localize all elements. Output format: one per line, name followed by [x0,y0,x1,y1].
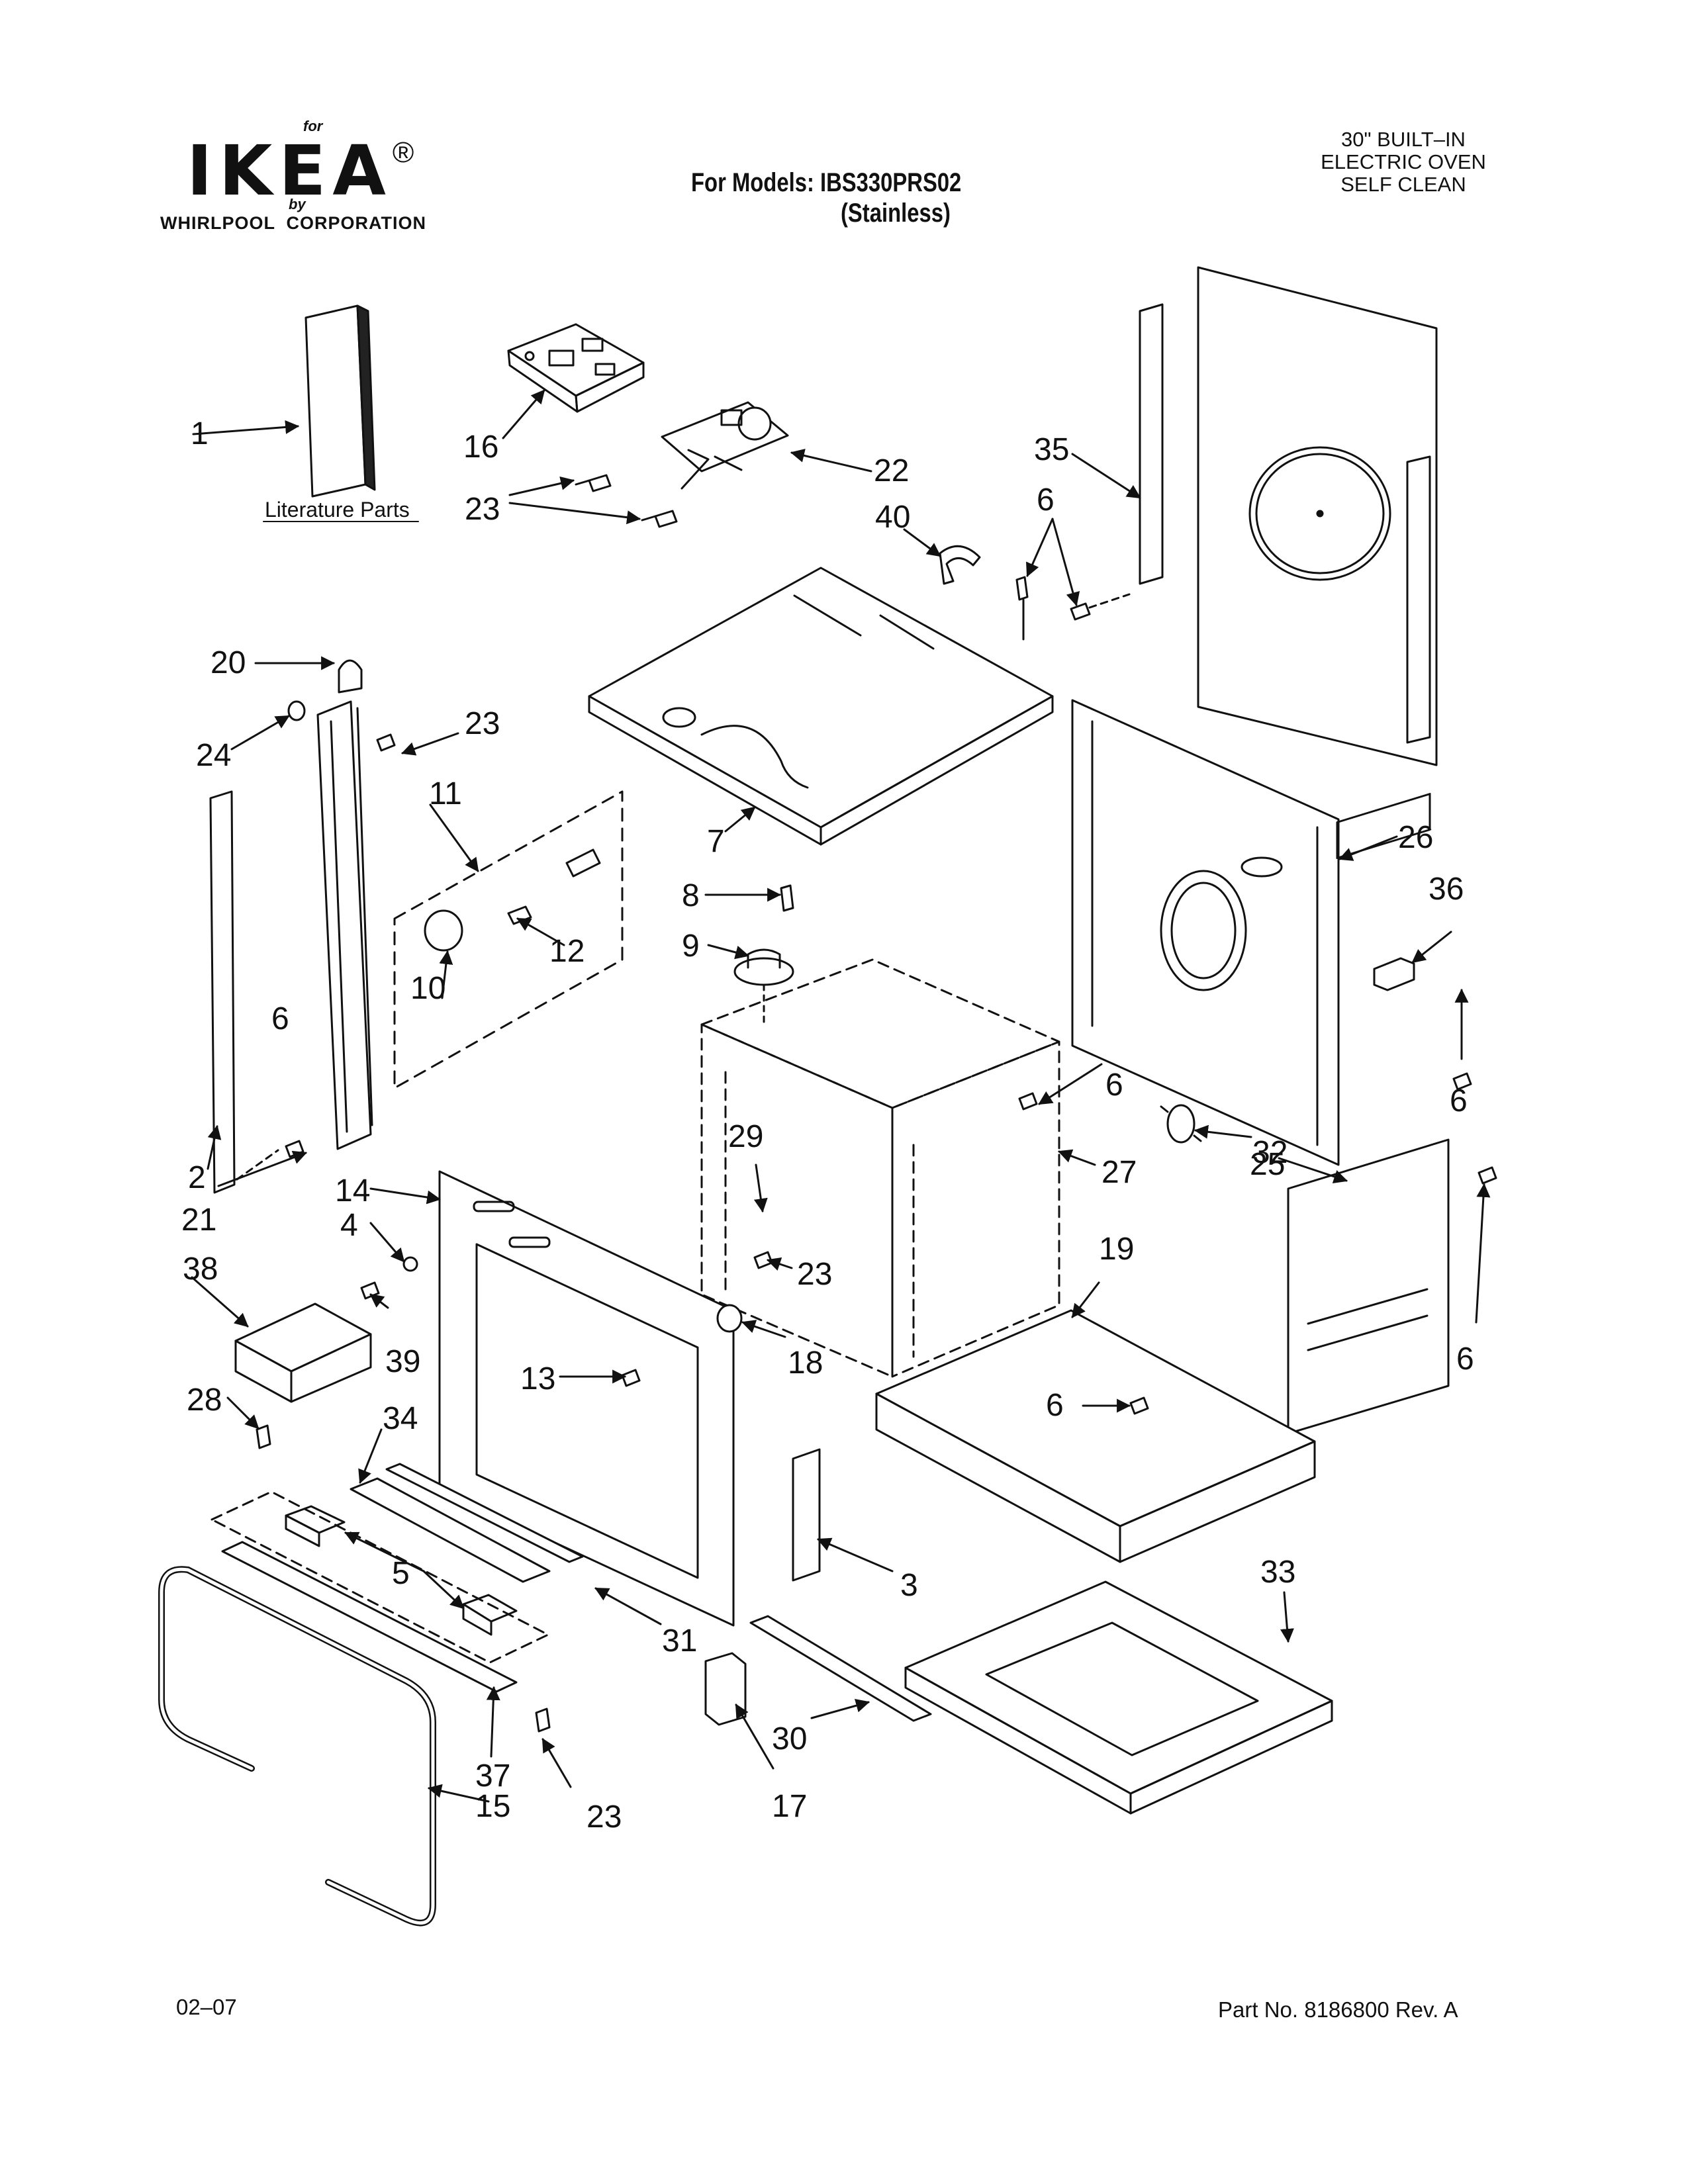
callout-label: 3 [900,1568,918,1603]
model-number: For Models: IBS330PRS02 [691,168,962,197]
callout-label: 20 [211,645,246,680]
model-finish: (Stainless) [841,199,951,228]
oven-type-line: SELF CLEAN [1340,173,1466,197]
callout-label: 9 [682,929,700,964]
callout-label: 7 [707,824,725,859]
callout-label: 22 [874,453,910,488]
callout-label: 23 [586,1799,622,1835]
callout-label: 31 [662,1623,698,1659]
callout-label: 16 [463,430,499,465]
screws-6-top [1015,576,1131,641]
callout-label: 39 [385,1344,421,1379]
callout-label: 1 [191,416,209,451]
callout-label: 35 [1034,432,1070,467]
vent-outline [211,1490,549,1664]
vent-panel [221,1541,518,1693]
ikea-logo-wordmark: IKEA [187,130,393,211]
top-panel [588,567,1054,846]
right-side-panel [1071,699,1340,1166]
bracket-part [1373,957,1415,991]
control-board [507,323,645,413]
callout-label: 40 [875,500,911,535]
relay-box [234,1302,372,1403]
callout-label: 17 [772,1789,808,1824]
callout-label: 6 [1450,1083,1468,1118]
callout-label: 37 [475,1758,511,1794]
oven-type: 30" BUILT–IN ELECTRIC OVEN SELF CLEAN [1284,128,1523,196]
callout-label: 11 [429,776,462,811]
callout-label: 6 [1456,1342,1474,1377]
screw-8 [780,884,794,912]
callout-label: 26 [1398,820,1434,855]
callout-label: 6 [1046,1388,1064,1423]
callout-label: 30 [772,1721,808,1756]
callout-label: 28 [187,1383,222,1418]
front-frame [438,1170,735,1627]
registered-mark: ® [392,136,414,169]
screws-23-top [575,474,678,528]
part-number: Part No. 8186800 Rev. A [1218,1997,1458,2022]
callout-label: 32 [1252,1135,1288,1170]
manufacturer-name: WHIRLPOOL CORPORATION [160,213,426,233]
callout-label: 36 [1429,872,1464,907]
callout-label: 6 [1037,482,1055,518]
callout-label: 2 [188,1160,206,1195]
callout-label: 19 [1099,1232,1135,1267]
ikea-logo: IKEA® [187,136,451,209]
callout-label: 14 [335,1173,371,1208]
oven-cavity [700,958,1060,1378]
callout-label: 15 [475,1789,511,1824]
callout-label: 23 [465,706,500,741]
callout-label: 6 [1105,1068,1123,1103]
front-frame-side [316,700,373,1150]
callout-label: 18 [788,1345,823,1381]
bracket-17 [704,1652,747,1726]
callout-label: 6 [271,1001,289,1036]
strip-30 [749,1615,932,1722]
callout-label: 23 [797,1257,833,1292]
callout-label: 13 [520,1361,556,1396]
cap-part [338,659,363,694]
logo-by-text: by [289,196,306,212]
callout-label: 4 [340,1208,358,1243]
leader-arrows [191,389,1491,1803]
callout-label: 34 [383,1401,418,1436]
bracket-3 [792,1448,821,1582]
date-code: 02–07 [176,1995,237,2019]
door-latch-assembly [661,401,789,490]
oven-type-line: 30" BUILT–IN [1341,128,1466,151]
callout-label: 5 [392,1556,410,1591]
switch-lamp-group [393,790,624,1089]
lower-side-panel [1287,793,1450,1435]
clip-part [939,545,981,585]
callout-label: 23 [465,492,500,527]
blocks-5 [285,1505,518,1636]
bottom-tray [904,1580,1333,1815]
literature-parts-label: Literature Parts [265,498,410,522]
logo-for-text: for [303,118,323,134]
callout-label: 25 [1250,1147,1286,1182]
callout-label: 24 [196,738,232,773]
knob-part [716,1304,743,1333]
small-screws [256,733,1497,1733]
oven-type-line: ELECTRIC OVEN [1321,150,1486,174]
callout-label: 33 [1260,1555,1296,1590]
bottom-panel [875,1309,1316,1563]
callout-label: 27 [1102,1155,1137,1190]
switch-lamp-parts [424,848,601,952]
rear-panel [1139,266,1438,766]
literature-booklet [305,304,376,498]
fan-motor [733,948,794,1026]
callout-label: 8 [682,878,700,913]
callout-label: 38 [183,1251,218,1287]
callout-label: 29 [728,1119,764,1154]
callout-label: 10 [410,971,446,1006]
thermal-fuse [1160,1104,1202,1144]
bumper-part [287,700,306,721]
callout-label: 21 [181,1203,217,1238]
trim-strip [209,790,236,1194]
callout-label: 12 [549,934,585,969]
